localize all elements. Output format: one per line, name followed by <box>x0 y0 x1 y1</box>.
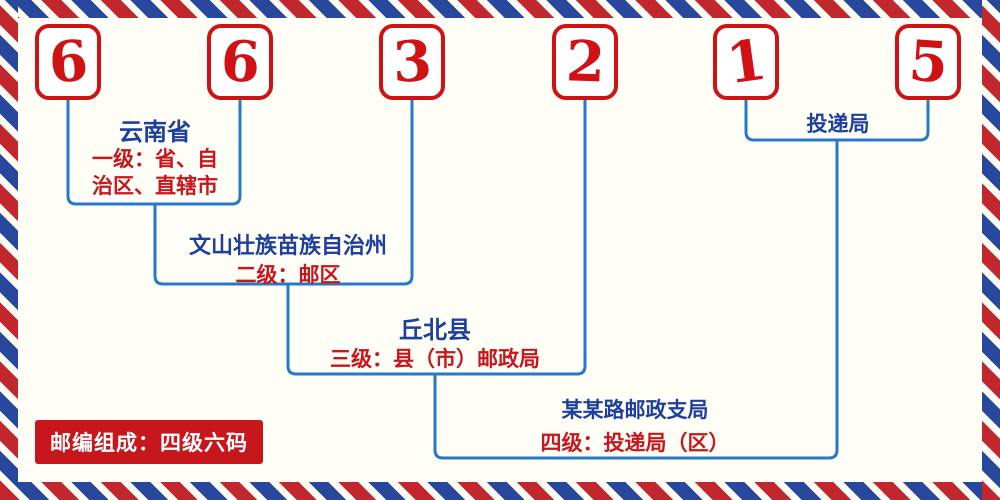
connector-delivery <box>744 100 930 142</box>
digit-3: 3 <box>391 28 433 96</box>
airmail-border-bottom <box>0 482 1000 500</box>
digit-box-6: 5 <box>895 24 961 100</box>
digit-box-1: 6 <box>35 24 101 100</box>
digit-4: 2 <box>564 28 606 96</box>
digit-6: 5 <box>906 27 950 97</box>
airmail-border-top <box>0 0 1000 18</box>
connector-level2 <box>153 100 414 286</box>
level3-description: 三级：县（市）邮政局 <box>330 347 540 371</box>
airmail-border-right <box>982 0 1000 500</box>
level2-region-name: 文山壮族苗族自治州 <box>188 234 387 259</box>
digit-1: 6 <box>46 27 90 97</box>
connector-level4 <box>433 140 839 460</box>
level1-description: 一级：省、自治区、直辖市 <box>92 147 218 199</box>
digit-box-2: 6 <box>207 24 273 100</box>
footer-badge: 邮编组成：四级六码 <box>35 420 263 464</box>
digit-5: 1 <box>722 26 770 98</box>
level2-description: 二级：邮区 <box>235 263 341 287</box>
level1-region-name: 云南省 <box>119 118 191 146</box>
delivery-office-label: 投递局 <box>806 112 870 136</box>
level4-description: 四级：投递局（区） <box>540 431 730 455</box>
digit-box-3: 3 <box>379 24 445 100</box>
digit-box-4: 2 <box>552 24 618 100</box>
level4-region-name: 某某路邮政支局 <box>561 398 709 422</box>
level3-region-name: 丘北县 <box>399 316 471 344</box>
digit-box-5: 1 <box>713 24 779 100</box>
digit-2: 6 <box>218 28 262 96</box>
airmail-border-left <box>0 0 18 500</box>
